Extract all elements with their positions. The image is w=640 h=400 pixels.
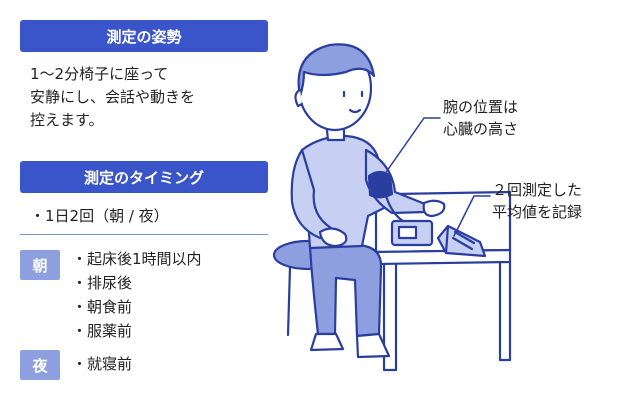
arm-callout-line [381,117,441,179]
notebook-icon [436,224,487,258]
person-hand-right [422,199,446,218]
list-item: 服薬前 [72,319,202,343]
divider [20,234,268,235]
bp-cuff [367,170,394,199]
night-badge-label: 夜 [32,356,48,375]
list-item: 朝食前 [72,295,202,319]
morning-badge: 朝 [20,250,60,280]
bp-tube [384,194,405,223]
posture-header: 測定の姿勢 [20,20,268,52]
posture-title: 測定の姿勢 [106,27,182,46]
person-hand-left [318,227,348,248]
morning-badge-label: 朝 [32,256,48,275]
bp-monitor-screen [397,225,418,240]
person-hair [297,43,376,98]
list-item: 起床後1時間以内 [72,247,202,271]
table-legs [382,260,512,372]
record-average-callout: ２回測定した 平均値を記録 [492,181,583,221]
person-ear [294,88,304,108]
person-face [342,90,364,114]
person-feet [309,332,391,359]
timing-header: 測定のタイミング [20,161,268,193]
table-top-edge [374,248,512,266]
record-callout-line [453,195,491,237]
posture-description: 1〜2分椅子に座って 安静にし、会話や動きを 控えます。 [30,65,196,129]
morning-list: 起床後1時間以内 排尿後 朝食前 服薬前 [72,247,202,343]
list-item: 排尿後 [72,271,202,295]
person-legs [308,239,383,338]
timing-frequency: ・1日2回（朝 / 夜） [30,207,169,225]
arm-height-callout: 腕の位置は 心臓の高さ [443,98,519,138]
night-badge: 夜 [20,350,60,380]
person-arm-left [290,148,333,240]
night-list: 就寝前 [72,352,132,376]
timing-title: 測定のタイミング [83,168,204,187]
list-item: 就寝前 [72,352,132,376]
